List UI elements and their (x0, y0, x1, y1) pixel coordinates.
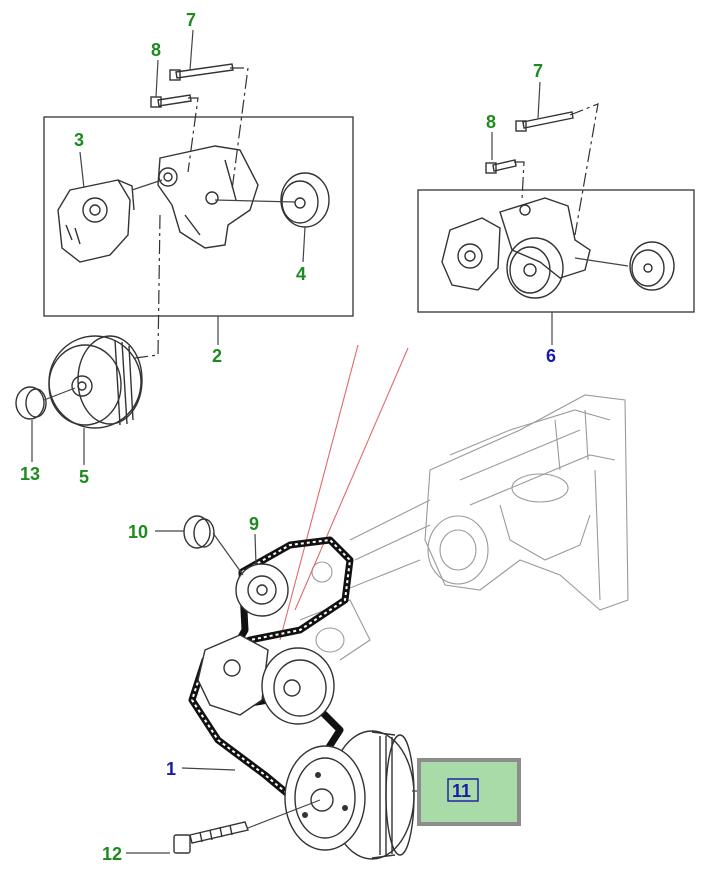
crank-bolt-part-12 (173, 821, 249, 854)
callout-7-right[interactable]: 7 (533, 61, 543, 81)
idler-pulley-part-4 (280, 172, 330, 228)
idler-pulley-6 (629, 241, 675, 291)
callout-6[interactable]: 6 (546, 346, 556, 366)
bolt-part-8-right (485, 159, 517, 174)
ribbed-pulley-6 (506, 237, 564, 299)
callout-5[interactable]: 5 (79, 467, 89, 487)
callout-4[interactable]: 4 (296, 264, 306, 284)
callout-9[interactable]: 9 (249, 514, 259, 534)
bracket-6 (499, 197, 591, 279)
bolt-part-7-right (515, 111, 574, 132)
installed-tensioner (197, 634, 269, 716)
cap-part-10 (183, 515, 215, 549)
callout-11-frame (447, 778, 479, 802)
bolt-part-7-left (169, 63, 234, 81)
pulley-part-5 (48, 335, 143, 429)
callout-8-left[interactable]: 8 (151, 40, 161, 60)
callout-7-left[interactable]: 7 (186, 10, 196, 30)
bolt-part-8-left (150, 94, 192, 108)
crankshaft-pulley-part-11 (284, 730, 415, 860)
tensioner-assembly-box-2 (43, 116, 354, 317)
tensioner-body-6 (441, 217, 501, 291)
cap-part-13 (15, 386, 47, 420)
bracket-part (157, 145, 259, 249)
callout-12[interactable]: 12 (102, 844, 122, 864)
callout-10[interactable]: 10 (128, 522, 148, 542)
callout-13[interactable]: 13 (20, 464, 40, 484)
tensioner-part-3 (57, 179, 135, 263)
callout-2[interactable]: 2 (212, 346, 222, 366)
engine-block-outline (299, 394, 629, 661)
highlight-box-11 (417, 758, 521, 826)
callout-11[interactable]: 11 (452, 781, 471, 801)
callout-8-right[interactable]: 8 (486, 112, 496, 132)
callout-1[interactable]: 1 (166, 759, 176, 779)
installed-idler (261, 647, 335, 725)
callout-3[interactable]: 3 (74, 130, 84, 150)
tensioner-assembly-box-6 (417, 189, 695, 313)
idler-pulley-part-9 (235, 563, 289, 617)
